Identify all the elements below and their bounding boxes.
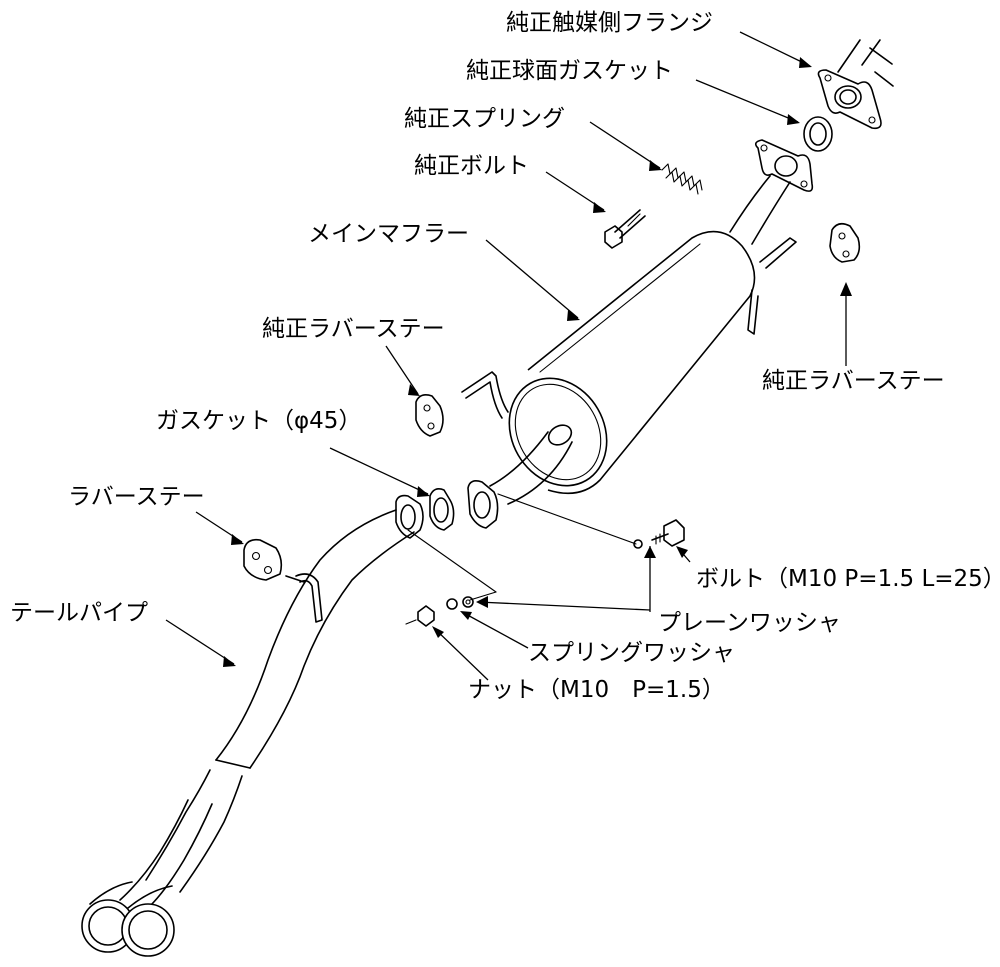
muffler-hanger-left (461, 371, 509, 419)
muffler-inlet-flange (754, 139, 814, 192)
label-oem-bolt: 純正ボルト (414, 153, 529, 179)
label-bolt: ボルト（M10 P=1.5 L=25） (696, 566, 1000, 592)
tailpipe-flange (395, 494, 424, 539)
oem-bolt (604, 209, 646, 249)
label-oem-spherical-gasket: 純正球面ガスケット (466, 58, 673, 84)
oem-rubber-stay-right (829, 222, 861, 263)
tail-tips (81, 881, 175, 957)
muffler-outlet-flange (467, 480, 499, 529)
label-spring-washer: スプリングワッシャ (528, 640, 735, 666)
label-gasket: ガスケット（φ45） (156, 408, 361, 434)
label-oem-rubber-stay-left: 純正ラバーステー (262, 316, 445, 342)
rubber-stay (243, 538, 283, 581)
oem-catalyst-flange (817, 69, 882, 130)
main-muffler (508, 230, 797, 495)
label-rubber-stay: ラバーステー (68, 484, 205, 510)
catalyst-side-pipe (837, 39, 894, 87)
label-nut: ナット（M10 P=1.5） (468, 677, 725, 703)
label-tail-pipe: テールパイプ (10, 600, 148, 626)
label-oem-rubber-stay-right: 純正ラバーステー (762, 368, 945, 394)
gasket-phi45 (429, 488, 455, 531)
oem-rubber-stay-left (415, 394, 444, 437)
arrowheads (223, 57, 852, 667)
oem-spherical-gasket (803, 116, 833, 152)
nut-washers (417, 596, 474, 627)
bolt-m10 (633, 519, 685, 549)
label-oem-spring: 純正スプリング (404, 106, 565, 132)
leader-lines (165, 31, 847, 681)
label-plain-washer: プレーンワッシャ (658, 610, 841, 636)
label-main-muffler: メインマフラー (308, 221, 469, 247)
label-oem-flange: 純正触媒側フランジ (506, 10, 713, 36)
oem-spring (661, 163, 703, 195)
muffler-inlet-pipe (729, 175, 791, 245)
tail-pipe (119, 509, 415, 907)
